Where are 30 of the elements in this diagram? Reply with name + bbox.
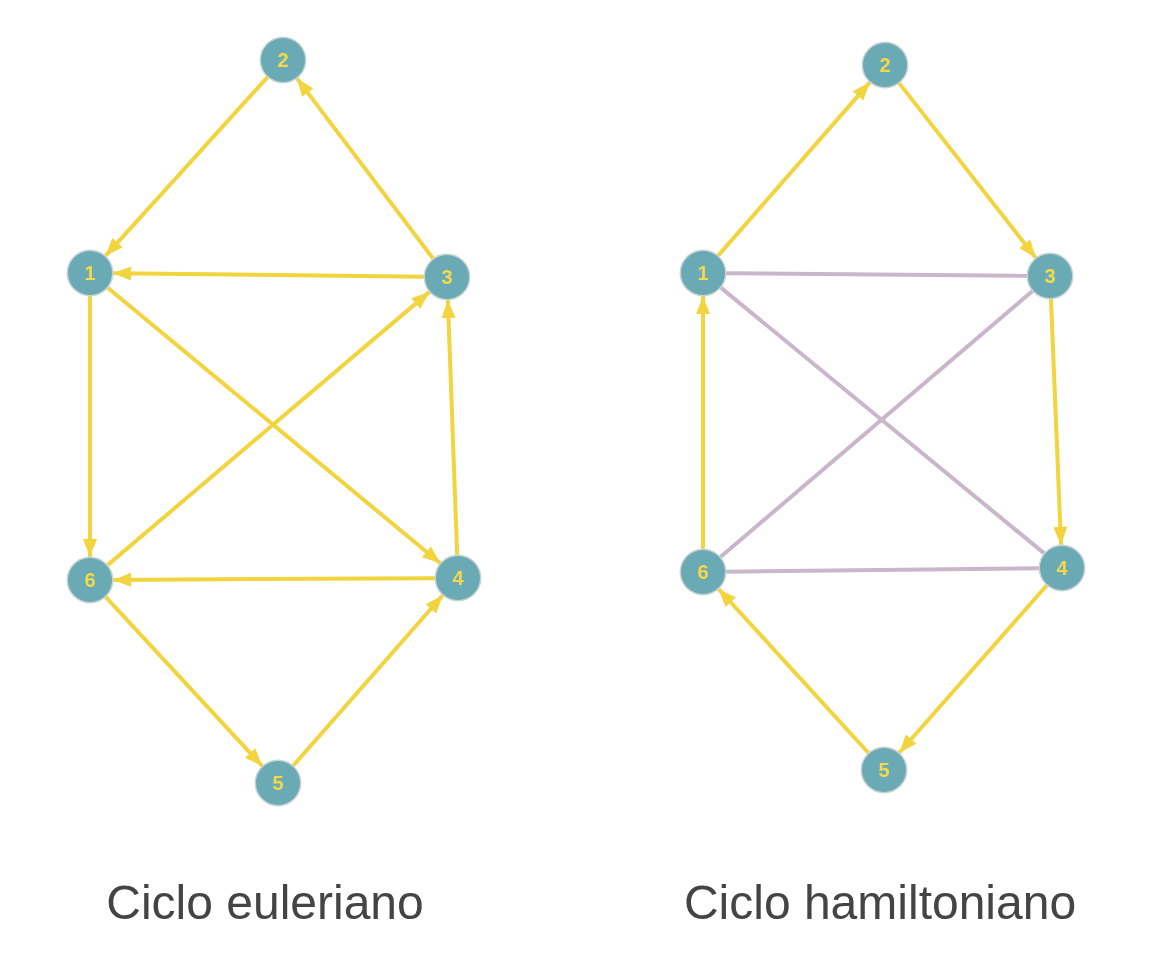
arrow bbox=[696, 296, 710, 549]
node-circle: 3 bbox=[1028, 254, 1072, 298]
arrow bbox=[113, 266, 424, 281]
node-circle: 2 bbox=[261, 38, 305, 82]
arrow bbox=[103, 75, 270, 258]
node-circle: 3 bbox=[425, 255, 469, 299]
arrow bbox=[716, 81, 872, 257]
arrow bbox=[717, 587, 870, 755]
arrow bbox=[897, 81, 1038, 260]
node-circle: 1 bbox=[681, 251, 725, 295]
node-circle: 5 bbox=[256, 761, 300, 805]
node-circle: 6 bbox=[68, 558, 112, 602]
connector-line bbox=[726, 566, 1039, 574]
arrow bbox=[113, 572, 435, 587]
node-circle: 1 bbox=[68, 251, 112, 295]
node-circle: 5 bbox=[862, 748, 906, 792]
arrow bbox=[104, 595, 264, 768]
connector-line bbox=[726, 271, 1027, 278]
node-circle: 6 bbox=[681, 550, 725, 594]
node-circle: 4 bbox=[1040, 546, 1084, 590]
arrow bbox=[295, 77, 435, 260]
arrow bbox=[83, 296, 97, 557]
arrow bbox=[1048, 298, 1068, 546]
arrow bbox=[291, 593, 445, 768]
arrow bbox=[441, 299, 460, 556]
node-circle: 4 bbox=[436, 556, 480, 600]
arrow bbox=[897, 583, 1049, 755]
graph-caption: Ciclo hamiltoniano bbox=[683, 875, 1077, 930]
graph-caption: Ciclo euleriano bbox=[106, 875, 424, 930]
node-circle: 2 bbox=[863, 43, 907, 87]
